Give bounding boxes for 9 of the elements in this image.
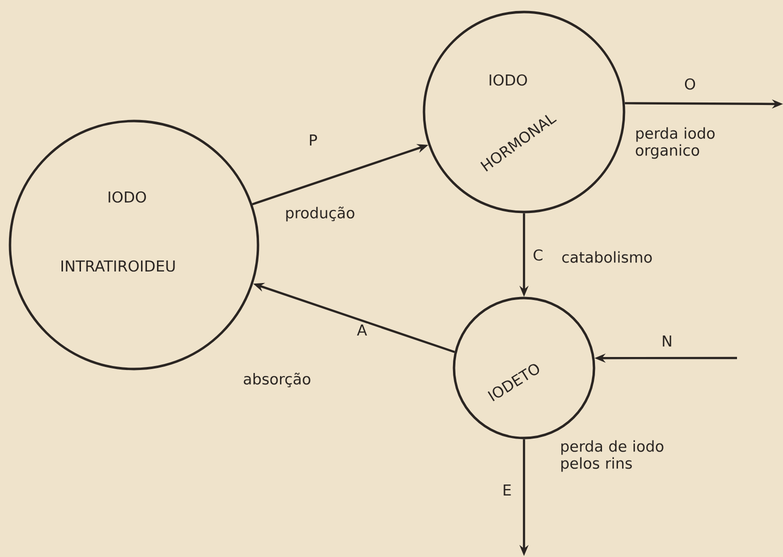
edge-label: A xyxy=(356,324,368,336)
annotation: catabolismo xyxy=(562,251,652,263)
annotation: produção xyxy=(286,206,354,222)
edge-label: N xyxy=(660,334,674,348)
edge-label: O xyxy=(683,77,697,91)
edge-label: P xyxy=(307,134,319,146)
annotation: perda de iodo pelos rins xyxy=(561,440,664,472)
annotation: absorção xyxy=(244,372,310,388)
edge-label: E xyxy=(501,484,513,496)
